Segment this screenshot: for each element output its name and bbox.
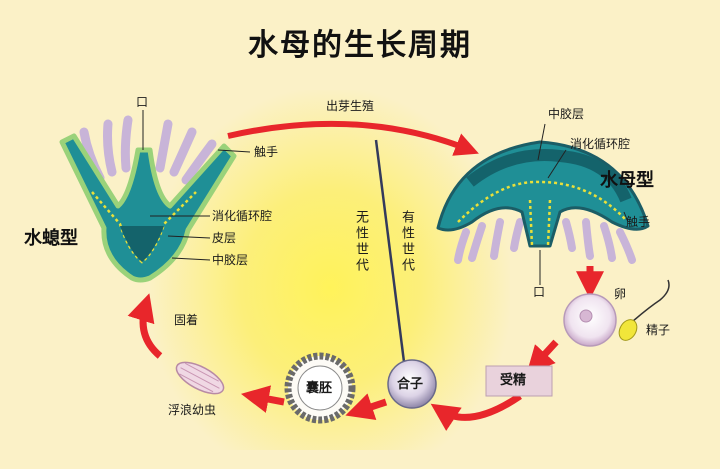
fertilization-to-zygote-arrow [430, 393, 522, 431]
polyp-cavity-label: 消化循环腔 [212, 209, 273, 223]
budding-label: 出芽生殖 [326, 99, 375, 113]
attach-arrow [127, 293, 163, 359]
polyp-cavity [120, 226, 164, 262]
blastula-inner [297, 365, 343, 411]
medusa-cavity-label: 消化循环腔 [570, 137, 631, 151]
egg-nucleus [579, 309, 593, 323]
polyp-form-label: 水螅型 [24, 228, 78, 249]
medusa-manubrium-line [528, 199, 552, 247]
generation-divider [374, 139, 406, 363]
fertilization-label: 受精 [500, 373, 527, 388]
asexual-generation-label: 无性世代 [353, 210, 368, 274]
zygote-to-blastula-arrow [345, 393, 388, 420]
sperm-label: 精子 [646, 323, 671, 337]
medusa-illustration [436, 140, 650, 264]
planula-label: 浮浪幼虫 [168, 403, 217, 417]
zygote-label: 合子 [397, 377, 424, 392]
medusa-tentacles [454, 218, 636, 264]
medusa-cavity-line [457, 180, 627, 223]
polyp-illustration [59, 115, 237, 283]
budding-arrow [227, 120, 479, 156]
zygote-cell [387, 359, 437, 409]
egg-to-fertilization-arrow [526, 339, 559, 375]
blastula-label: 囊胚 [306, 381, 333, 396]
planula-larva [175, 361, 225, 395]
medusa-leader-lines [537, 123, 629, 285]
sexual-generation-label: 有性世代 [399, 210, 414, 274]
polyp-mesoglea-label: 中胶层 [212, 253, 249, 267]
medusa-mesoglea-label: 中胶层 [548, 107, 585, 121]
polyp-epidermis-label: 皮层 [212, 231, 237, 245]
fertilization-box [485, 365, 553, 397]
page-title: 水母的生长周期 [248, 28, 472, 63]
polyp-tentacle-label: 触手 [254, 145, 279, 159]
polyp-leader-lines [142, 110, 251, 261]
polyp-mouth-label: 口 [136, 95, 149, 109]
medusa-tentacle-label: 触手 [626, 215, 651, 229]
sperm-tail [631, 279, 670, 323]
egg-label: 卵 [614, 287, 627, 301]
medusa-form-label: 水母型 [600, 170, 654, 191]
attach-label: 固着 [174, 313, 199, 327]
sperm-head [618, 319, 638, 341]
blastula-to-planula-arrow [240, 385, 285, 413]
polyp-body [59, 133, 237, 283]
medusa-mouth-label: 口 [533, 285, 546, 299]
medusa-mesoglea [466, 149, 632, 203]
